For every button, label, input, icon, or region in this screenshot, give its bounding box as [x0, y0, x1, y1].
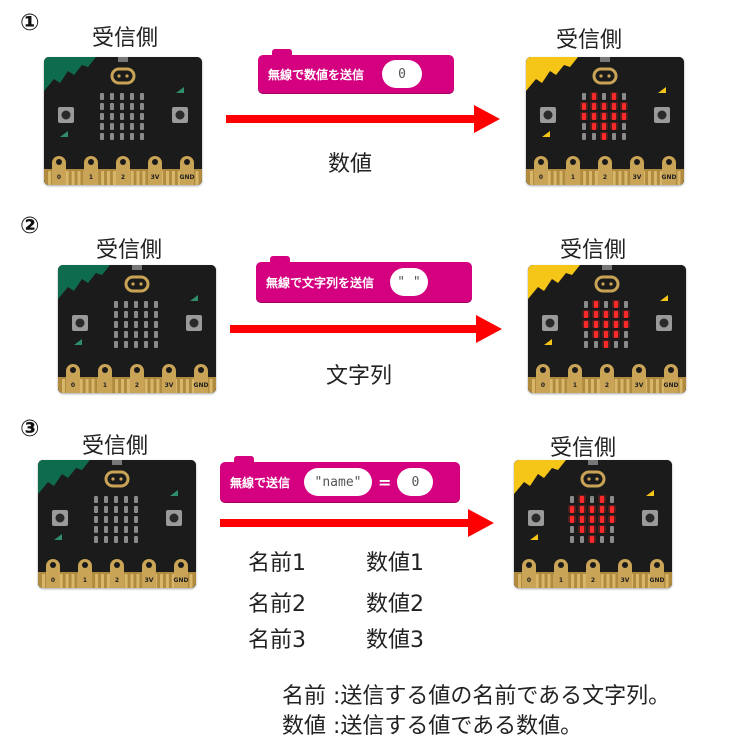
- board-pin-label: 2: [121, 174, 125, 181]
- section-2-right-label: 受信側: [560, 238, 627, 263]
- radio-send-number-block: 無線で数値を送信 0: [258, 49, 454, 93]
- board-pin-label: 1: [571, 174, 575, 181]
- section-1-right-label: 受信側: [556, 28, 623, 53]
- arrow-2-line: [230, 325, 478, 333]
- board-pin-label: 1: [83, 577, 87, 584]
- arrow-2-head-icon: [476, 315, 502, 343]
- pair-3-name: 名前3: [248, 628, 306, 653]
- section-3-left-label: 受信側: [82, 434, 149, 459]
- board-pin-label: 2: [135, 382, 139, 389]
- section-2-caption: 文字列: [326, 364, 393, 389]
- arrow-3-head-icon: [468, 509, 494, 537]
- board-pin-label: 1: [573, 382, 577, 389]
- block-value-oval: " ": [390, 268, 429, 296]
- pair-1-value: 数値1: [366, 551, 424, 576]
- board-pin-label: GND: [662, 174, 677, 181]
- board-pin-label: 1: [559, 577, 563, 584]
- section-1-left-label: 受信側: [92, 26, 159, 51]
- board-pin-label: GND: [664, 382, 679, 389]
- pair-2-value: 数値2: [366, 592, 424, 617]
- board-pin-label: 0: [539, 174, 543, 181]
- board-pin-label: 0: [51, 577, 55, 584]
- block-label: 無線で送信: [230, 475, 291, 490]
- block-value-oval: 0: [397, 468, 434, 496]
- board-pin-label: 0: [541, 382, 545, 389]
- section-3-number: ③: [20, 416, 40, 442]
- microbit-right-icon: 0 1 2 3V GND: [526, 57, 684, 185]
- board-pin-label: GND: [650, 577, 665, 584]
- note-value: 数値 :送信する値である数値。: [282, 714, 583, 739]
- pair-2-name: 名前2: [248, 592, 306, 617]
- note-name: 名前 :送信する値の名前である文字列。: [282, 684, 671, 709]
- arrow-3-line: [220, 519, 470, 527]
- block-equals: =: [378, 472, 392, 492]
- board-pin-label: 3V: [145, 577, 154, 584]
- block-label: 無線で数値を送信: [268, 67, 365, 82]
- microbit-right-icon: 0 1 2 3V GND: [528, 265, 686, 393]
- board-pin-label: GND: [174, 577, 189, 584]
- block-label: 無線で文字列を送信: [266, 275, 375, 290]
- board-pin-label: 3V: [635, 382, 644, 389]
- block-value-oval: 0: [382, 60, 423, 88]
- section-2-left-label: 受信側: [96, 238, 163, 263]
- radio-send-string-block: 無線で文字列を送信 " ": [256, 256, 472, 302]
- board-pin-label: 3V: [633, 174, 642, 181]
- board-pin-label: 2: [591, 577, 595, 584]
- arrow-1-head-icon: [474, 105, 500, 133]
- board-pin-label: 3V: [151, 174, 160, 181]
- board-pin-label: GND: [194, 382, 209, 389]
- section-1-number: ①: [20, 10, 40, 36]
- section-1-caption: 数値: [328, 152, 373, 177]
- pair-1-name: 名前1: [248, 551, 306, 576]
- arrow-1-line: [226, 115, 476, 123]
- pair-3-value: 数値3: [366, 628, 424, 653]
- board-pin-label: 1: [103, 382, 107, 389]
- block-name-oval: "name": [304, 468, 373, 496]
- board-pin-label: 0: [57, 174, 61, 181]
- board-pin-label: GND: [180, 174, 195, 181]
- board-pin-label: 2: [603, 174, 607, 181]
- radio-send-value-block: 無線で送信 "name" = 0: [220, 456, 460, 502]
- board-pin-label: 1: [89, 174, 93, 181]
- microbit-left-icon: 0 1 2 3V GND: [58, 265, 216, 393]
- board-pin-label: 0: [527, 577, 531, 584]
- board-pin-label: 2: [115, 577, 119, 584]
- board-pin-label: 3V: [621, 577, 630, 584]
- microbit-left-icon: 0 1 2 3V GND: [38, 460, 196, 588]
- section-2-number: ②: [20, 213, 40, 239]
- section-3-right-label: 受信側: [550, 436, 617, 461]
- board-pin-label: 0: [71, 382, 75, 389]
- board-pin-label: 3V: [165, 382, 174, 389]
- microbit-right-icon: 0 1 2 3V GND: [514, 460, 672, 588]
- board-pin-label: 2: [605, 382, 609, 389]
- microbit-left-icon: 0 1 2 3V GND: [44, 57, 202, 185]
